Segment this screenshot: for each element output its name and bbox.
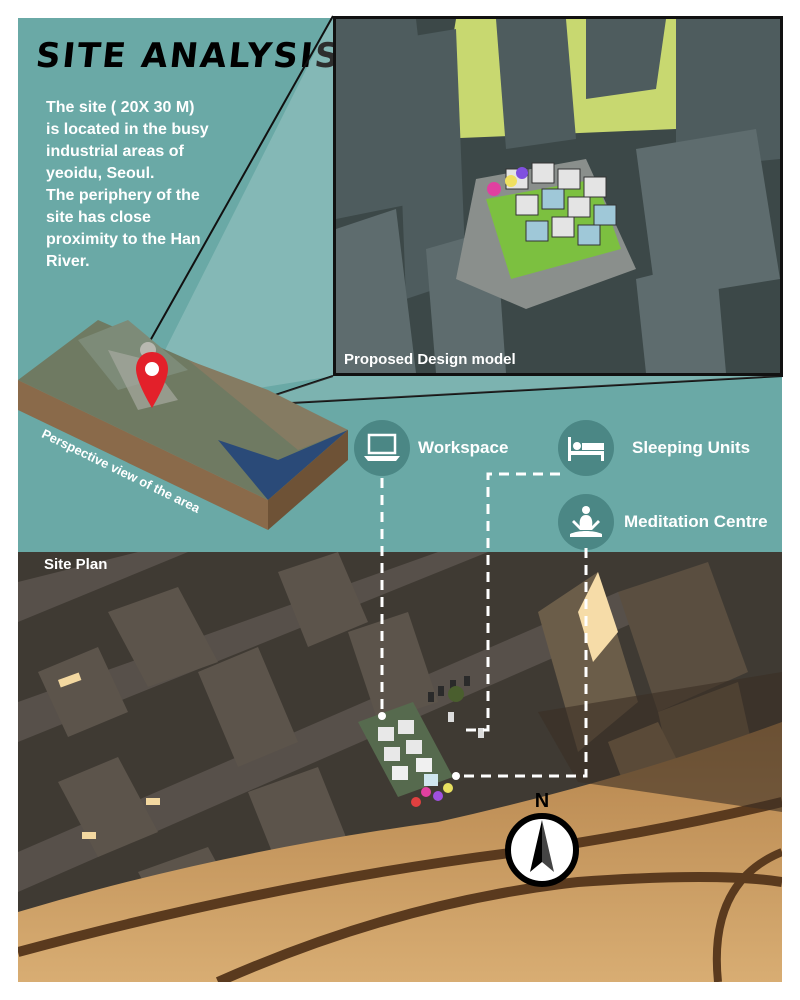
legend-workspace: Workspace xyxy=(354,420,508,476)
description-line: The site ( 20X 30 M) xyxy=(46,99,195,116)
site-plan-drawing xyxy=(18,552,782,982)
compass-north-label: N xyxy=(534,790,550,812)
location-pin-icon xyxy=(136,352,168,408)
perspective-block xyxy=(18,320,348,530)
description-line: proximity to the Han xyxy=(46,231,201,248)
model-render xyxy=(336,19,780,373)
description-line: yeoidu, Seoul. xyxy=(46,165,155,182)
site-plan-label: Site Plan xyxy=(44,556,108,573)
page-title: SITE ANALYSIS xyxy=(33,36,344,76)
description-line: River. xyxy=(46,253,90,270)
site-description: The site ( 20X 30 M) is located in the b… xyxy=(46,97,226,273)
description-line: The periphery of the xyxy=(46,187,200,204)
legend-sleeping-label: Sleeping Units xyxy=(632,438,751,457)
legend-meditation: Meditation Centre xyxy=(558,494,768,550)
site-plan-render xyxy=(18,552,782,982)
legend-sleeping: Sleeping Units xyxy=(558,420,750,476)
description-line: industrial areas of xyxy=(46,143,184,160)
proposed-design-model: Proposed Design model xyxy=(333,16,783,376)
description-line: is located in the busy xyxy=(46,121,209,138)
perspective-view xyxy=(18,320,348,530)
description-line: site has close xyxy=(46,209,151,226)
compass: N xyxy=(502,790,582,890)
laptop-icon xyxy=(354,420,410,476)
north-arrow-icon xyxy=(505,813,579,887)
meditation-icon xyxy=(558,494,614,550)
legend-meditation-label: Meditation Centre xyxy=(624,512,768,531)
legend-workspace-label: Workspace xyxy=(418,438,509,457)
bed-icon xyxy=(558,420,614,476)
model-label: Proposed Design model xyxy=(344,351,516,368)
